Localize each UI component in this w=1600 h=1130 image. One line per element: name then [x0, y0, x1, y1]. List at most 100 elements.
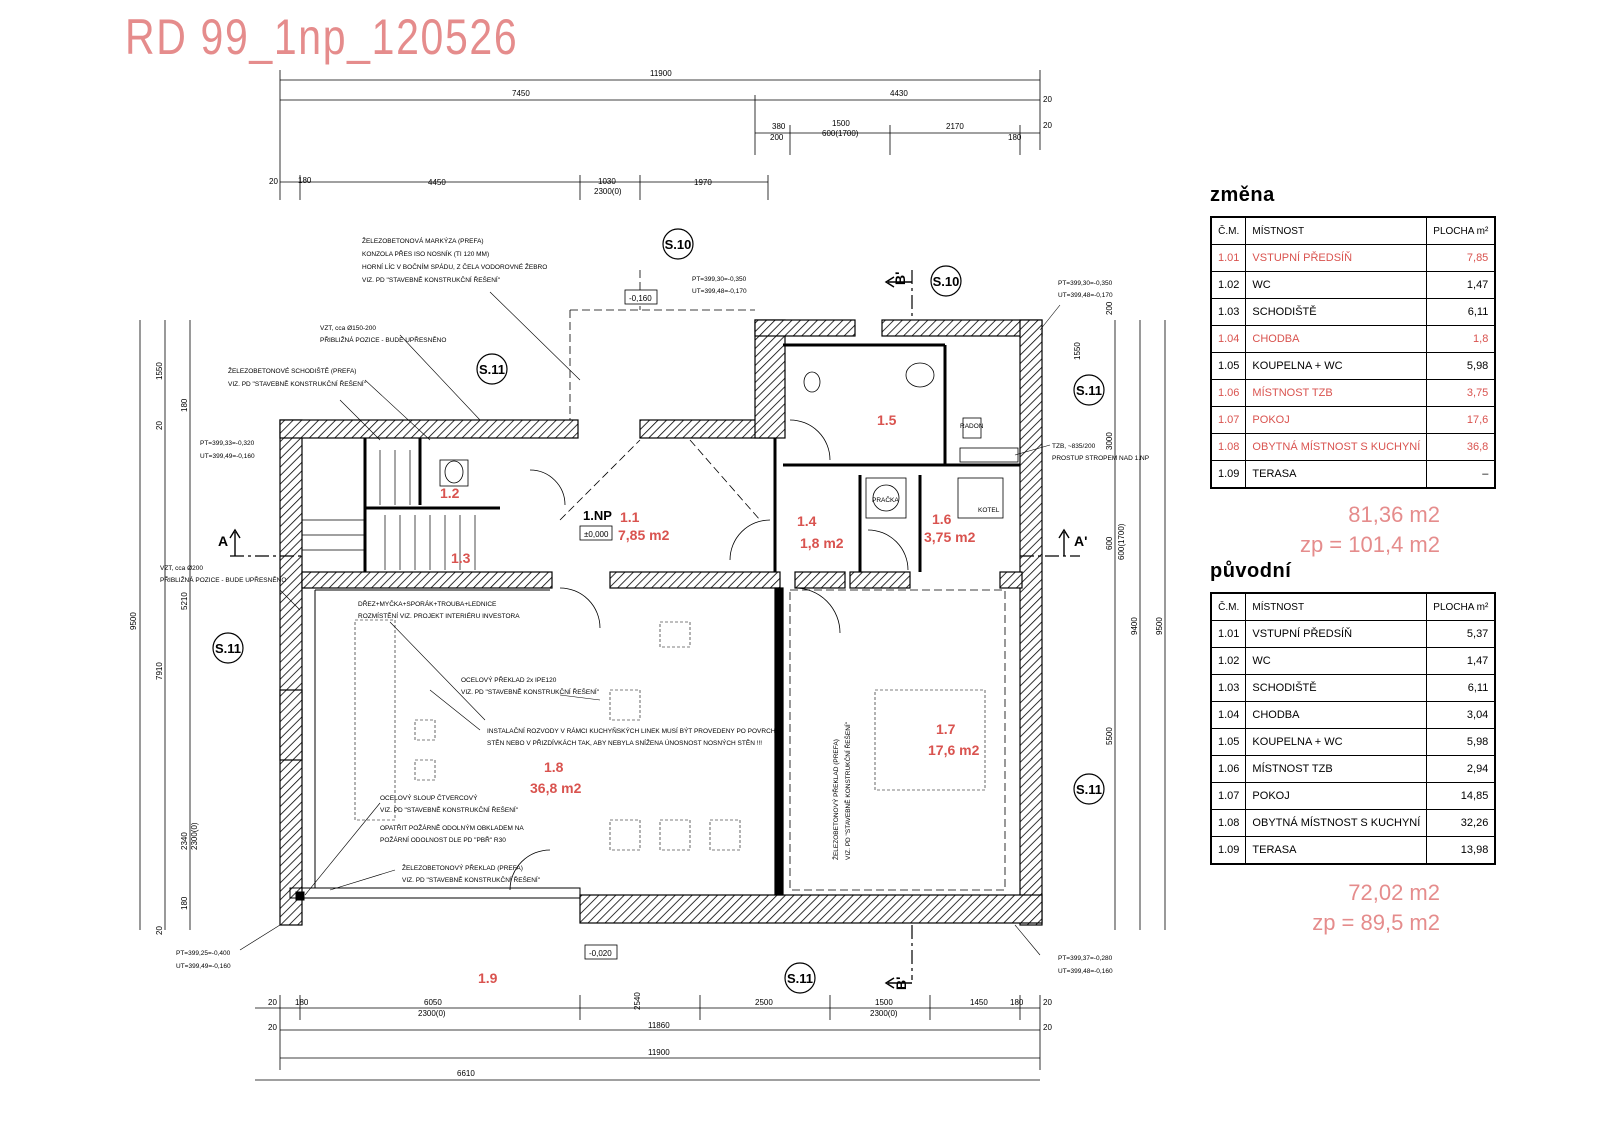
dim-9500-left: 9500	[129, 612, 138, 630]
note-preklad3-2: VIZ. PD "STAVEBNĚ KONSTRUKČNÍ ŘEŠENÍ"	[843, 721, 852, 860]
cell-id: 1.04	[1210, 701, 1247, 729]
dim-11860: 11860	[648, 1021, 670, 1030]
note-instal-2: STĚN NEBO V PŘIZDÍVKÁCH TAK, ABY NEBYLA …	[487, 738, 762, 747]
dim-2340: 2340	[180, 832, 189, 850]
dim-180-left-a: 180	[180, 398, 189, 412]
interior-partitions	[363, 343, 1020, 572]
note-pt3-2: UT=399,48=-0,170	[1058, 292, 1113, 299]
cell-area: 1,47	[1426, 647, 1496, 675]
axis-arrows	[229, 276, 1070, 989]
cell-area: 32,26	[1426, 809, 1496, 837]
note-markyza-3: HORNÍ LÍC V BOČNÍM SPÁDU, Z ČELA VODOROV…	[362, 262, 547, 271]
dim-600-1700: 600(1700)	[1117, 523, 1126, 560]
room-1-8-number: 1.8	[544, 759, 564, 775]
cell-name: VSTUPNÍ PŘEDSÍŇ	[1245, 620, 1428, 648]
cell-name: KOUPELNA + WC	[1245, 352, 1428, 380]
note-preklad3-1: ŽELEZOBETONOVÝ PŘEKLAD (PREFA)	[831, 739, 840, 860]
cell-id: 1.05	[1210, 728, 1247, 756]
section-mark-s10-top: S.10	[665, 237, 692, 252]
cell-area: –	[1426, 460, 1496, 489]
dim-20-bottom-b: 20	[1043, 998, 1052, 1007]
note-pt3-1: PT=399,30=-0,350	[1058, 280, 1113, 287]
note-markyza-1: ŽELEZOBETONOVÁ MARKÝZA (PREFA)	[362, 236, 484, 245]
dim-380: 380	[772, 122, 786, 131]
dim-20-bottom-c: 20	[268, 1023, 277, 1032]
dim-4450: 4450	[428, 178, 446, 187]
drawing-title: RD 99_1np_120526	[125, 9, 519, 65]
puvodni-col-id: Č.M.	[1210, 592, 1247, 621]
dim-2300-0-bottom-b: 2300(0)	[870, 1009, 898, 1018]
cell-area: 36,8	[1426, 433, 1496, 461]
cell-id: 1.06	[1210, 755, 1247, 783]
level-minus-0160: -0,160	[629, 294, 652, 303]
dim-1500-bottom: 1500	[875, 998, 893, 1007]
dim-9400: 9400	[1130, 617, 1139, 635]
cell-area: 3,75	[1426, 379, 1496, 407]
dim-600: 600	[1105, 536, 1114, 550]
room-1-5-number: 1.5	[877, 412, 897, 428]
cell-id: 1.02	[1210, 271, 1247, 299]
note-kotel: KOTEL	[978, 507, 1000, 514]
section-mark-s11-a: S.11	[479, 362, 505, 377]
cell-area: 2,94	[1426, 755, 1496, 783]
zmena-col-area: PLOCHA m²	[1426, 216, 1496, 245]
cell-name: MÍSTNOST TZB	[1245, 379, 1428, 407]
cell-id: 1.01	[1210, 620, 1247, 648]
dim-2300-0-row3: 2300(0)	[594, 187, 622, 196]
note-instal-1: INSTALAČNÍ ROZVODY V RÁMCI KUCHYŇSKÝCH L…	[487, 726, 780, 735]
note-vzt1-1: VZT, cca Ø150-200	[320, 325, 376, 332]
dim-2540: 2540	[633, 992, 642, 1010]
cell-name: VSTUPNÍ PŘEDSÍŇ	[1245, 244, 1428, 272]
dim-2300-0-left: 2300(0)	[190, 822, 199, 850]
note-pracka: PRAČKA	[872, 495, 899, 504]
dimension-texts-top: 11900 7450 4430 20 380 1500 600(1700) 21…	[269, 69, 1052, 196]
cell-name: CHODBA	[1245, 701, 1428, 729]
dim-20-row3: 20	[269, 177, 278, 186]
dim-200-right: 200	[1105, 301, 1114, 315]
cell-name: KOUPELNA + WC	[1245, 728, 1428, 756]
cell-name: CHODBA	[1245, 325, 1428, 353]
dimension-lines-top	[279, 70, 1041, 200]
cell-area: 6,11	[1426, 298, 1496, 326]
room-1-1-number: 1.1	[620, 509, 640, 525]
cell-name: WC	[1245, 647, 1428, 675]
cell-name: POKOJ	[1245, 406, 1428, 434]
dim-20-b: 20	[1043, 121, 1052, 130]
puvodni-zp: zp = 89,5 m2	[1312, 910, 1440, 935]
axis-b-top: B'	[892, 272, 908, 285]
cell-area: 5,98	[1426, 728, 1496, 756]
dim-1500: 1500	[832, 119, 850, 128]
axis-marks: A A' B' B'	[218, 272, 1087, 990]
floor-plan: 11900 7450 4430 20 380 1500 600(1700) 21…	[129, 69, 1166, 1081]
note-preklad-2: VIZ. PD "STAVEBNĚ KONSTRUKČNÍ ŘEŠENÍ"	[461, 687, 600, 696]
cell-id: 1.01	[1210, 244, 1247, 272]
cell-id: 1.02	[1210, 647, 1247, 675]
dim-3000: 3000	[1105, 432, 1114, 450]
note-drez-1: DŘEZ+MYČKA+SPORÁK+TROUBA+LEDNICE	[358, 599, 497, 608]
puvodni-heading: původní	[1210, 560, 1292, 582]
note-sloup-3: OPATŘIT POŽÁRNĚ ODOLNÝM OBKLADEM NA	[380, 823, 524, 832]
cell-name: OBYTNÁ MÍSTNOST S KUCHYNÍ	[1245, 809, 1428, 837]
note-pt2-2: UT=399,48=-0,170	[692, 288, 747, 295]
note-preklad2-2: VIZ. PD "STAVEBNĚ KONSTRUKČNÍ ŘEŠENÍ"	[402, 875, 541, 884]
cell-area: 14,85	[1426, 782, 1496, 810]
cell-id: 1.09	[1210, 836, 1247, 865]
dim-20-left-b: 20	[155, 926, 164, 935]
dim-7450: 7450	[512, 89, 530, 98]
note-sloup-4: POŽÁRNÍ ODOLNOST DLE PD "PBŘ" R30	[380, 835, 506, 844]
section-mark-s11-b: S.11	[1076, 383, 1102, 398]
section-mark-circles	[212, 228, 1105, 994]
note-pt5-1: PT=399,37=-0,280	[1058, 955, 1113, 962]
sanitary-fixtures	[439, 362, 1019, 519]
note-sloup-2: VIZ. PD "STAVEBNĚ KONSTRUKČNÍ ŘEŠENÍ"	[380, 805, 519, 814]
note-pt1-2: UT=399,49=-0,160	[200, 453, 255, 460]
